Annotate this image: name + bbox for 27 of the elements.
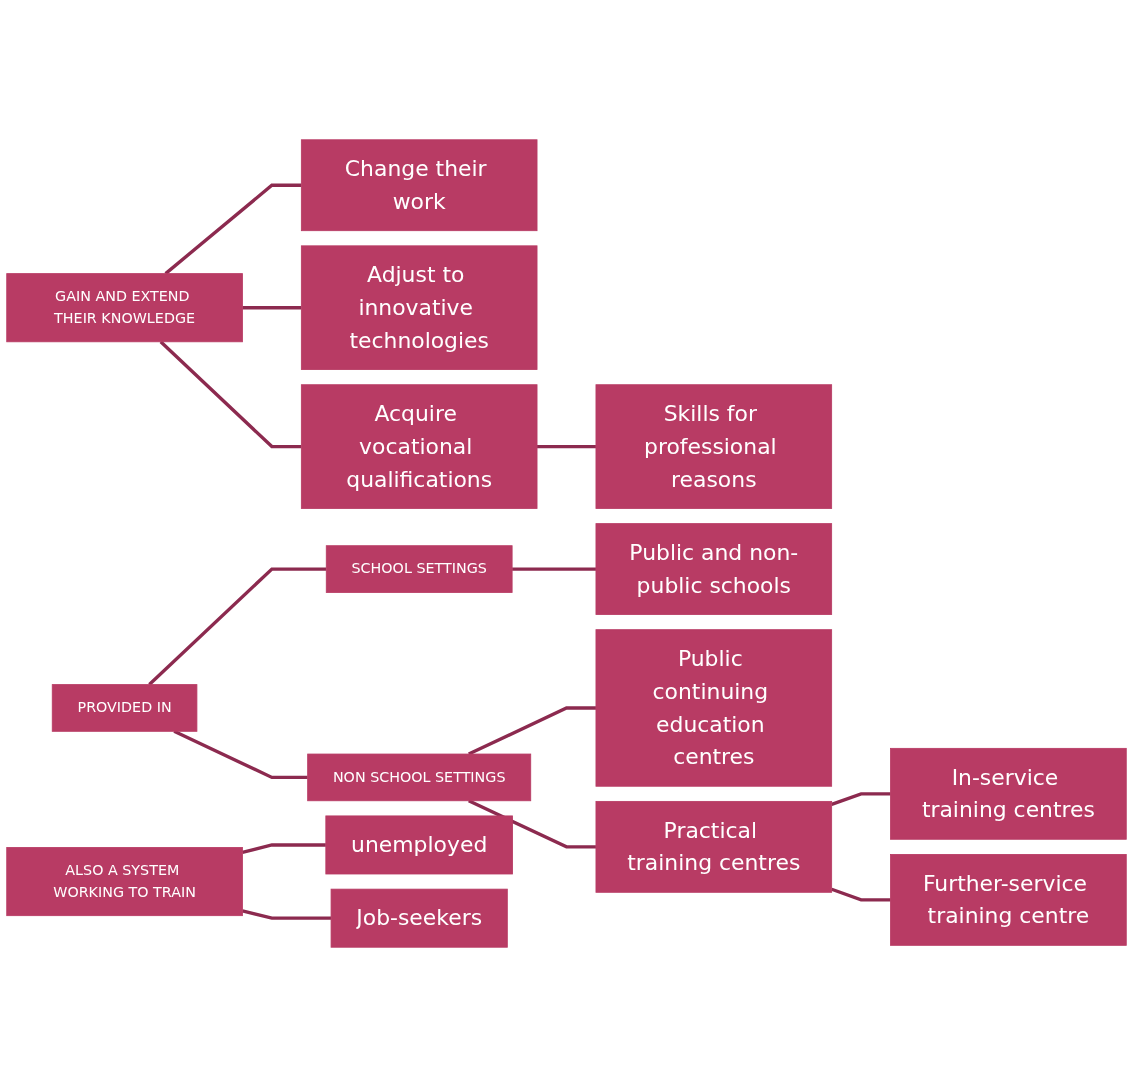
node-box: Public continuing education centres bbox=[595, 629, 833, 787]
node-box: Further-service training centre bbox=[890, 854, 1127, 946]
connector bbox=[468, 799, 596, 849]
connector bbox=[164, 183, 302, 275]
connector bbox=[831, 792, 891, 806]
connector bbox=[242, 843, 326, 854]
node-box: GAIN AND EXTEND THEIR KNOWLEDGE bbox=[6, 273, 243, 343]
node-box: Skills for professional reasons bbox=[595, 384, 833, 509]
node-box: Change their work bbox=[300, 139, 538, 232]
node-box: NON SCHOOL SETTINGS bbox=[307, 753, 532, 802]
node-box: Adjust to innovative technologies bbox=[300, 245, 538, 370]
connector bbox=[468, 706, 596, 756]
node-box: ALSO A SYSTEM WORKING TO TRAIN bbox=[6, 847, 243, 917]
connector bbox=[242, 909, 332, 920]
connector bbox=[242, 306, 302, 310]
node-box: SCHOOL SETTINGS bbox=[325, 545, 513, 593]
connector bbox=[537, 444, 596, 449]
node-box: Practical training centres bbox=[595, 800, 833, 893]
node-box: unemployed bbox=[325, 815, 513, 875]
connector bbox=[159, 340, 302, 449]
node-box: In-service training centres bbox=[890, 747, 1127, 840]
node-box: PROVIDED IN bbox=[51, 684, 198, 732]
connector bbox=[512, 567, 596, 571]
node-box: Acquire vocational qualifications bbox=[300, 384, 538, 509]
connector bbox=[148, 567, 327, 686]
connector bbox=[831, 887, 891, 902]
node-box: Public and non-public schools bbox=[595, 523, 833, 615]
